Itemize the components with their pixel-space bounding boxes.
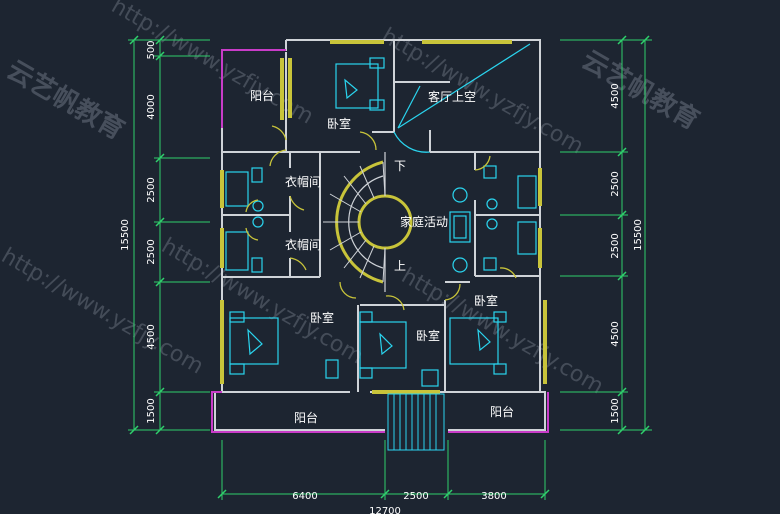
void-arc: [393, 131, 431, 153]
label-family-activity: 家庭活动: [400, 214, 448, 229]
dim-bottom-total: 12700: [369, 506, 401, 514]
label-bedroom-middle: 卧室: [416, 328, 440, 343]
watermark-brand-2: 云艺帆教育: [577, 44, 705, 136]
room-labels: 阳台 卧室 客厅上空 衣帽间 衣帽间 家庭活动 下 上 卧室 卧室 卧室 阳台 …: [250, 88, 514, 425]
dim-left-4: 2500: [146, 239, 157, 264]
dimension-lines: [128, 39, 652, 500]
dim-right-3: 2500: [610, 233, 621, 258]
dim-bottom-2: 2500: [403, 491, 428, 502]
watermark-brand-1: 云艺帆教育: [2, 54, 130, 146]
watermark-layer: 云艺帆教育 云艺帆教育 http://www.yzfjy.com http://…: [0, 0, 705, 400]
spiral-staircase: [323, 152, 413, 292]
balcony-railings: [211, 49, 549, 433]
fixtures: [225, 43, 537, 387]
label-balcony-bottom-left: 阳台: [294, 410, 318, 425]
label-stair-up: 上: [394, 259, 406, 273]
dimension-ticks: [129, 35, 650, 499]
label-balcony-bottom-right: 阳台: [490, 404, 514, 419]
dim-left-6: 1500: [146, 398, 157, 423]
dim-left-2: 4000: [146, 94, 157, 119]
door-swings: [245, 125, 517, 311]
dim-right-1: 4500: [610, 83, 621, 108]
dim-bottom-1: 6400: [292, 491, 317, 502]
entrance-steps: [387, 393, 445, 451]
label-cloakroom-1: 衣帽间: [285, 174, 321, 189]
label-stair-down: 下: [394, 159, 406, 173]
label-bedroom-left: 卧室: [310, 310, 334, 325]
dimension-labels: 500 4000 2500 2500 4500 1500 15500 4500 …: [120, 40, 644, 514]
label-bedroom-top: 卧室: [327, 116, 351, 131]
dim-left-total: 15500: [120, 219, 131, 251]
dim-left-5: 4500: [146, 324, 157, 349]
dim-right-4: 4500: [610, 321, 621, 346]
dim-left-1: 500: [146, 40, 157, 59]
dim-left-3: 2500: [146, 177, 157, 202]
dim-right-5: 1500: [610, 398, 621, 423]
label-balcony-top: 阳台: [250, 88, 274, 103]
label-bedroom-right: 卧室: [474, 293, 498, 308]
windows: [220, 40, 547, 394]
label-living-void: 客厅上空: [428, 89, 476, 104]
dim-right-total: 15500: [633, 219, 644, 251]
label-cloakroom-2: 衣帽间: [285, 237, 321, 252]
dim-right-2: 2500: [610, 171, 621, 196]
dim-bottom-3: 3800: [481, 491, 506, 502]
